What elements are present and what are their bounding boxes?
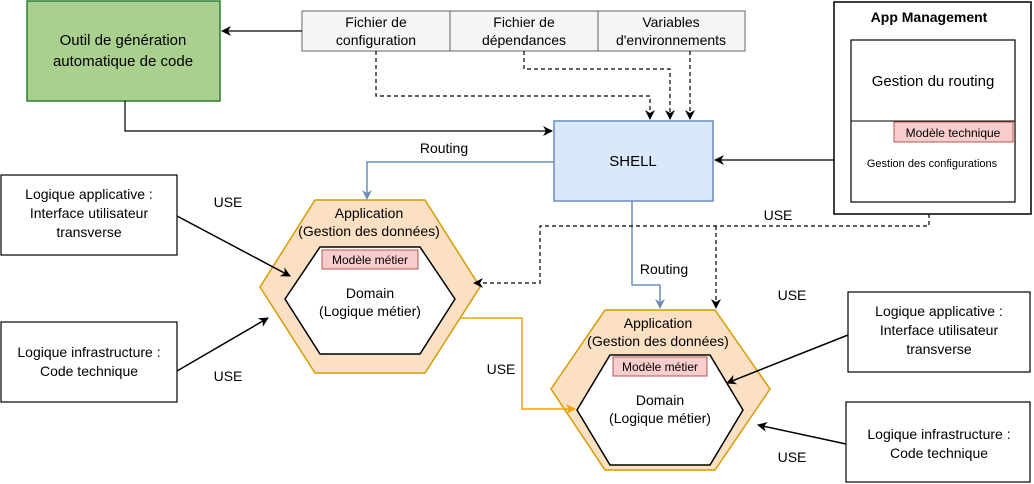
- left-app-logic-arrow: [176, 215, 291, 277]
- domain-use-orange-arrow: [460, 317, 576, 414]
- infra-logic-line1: Logique infrastructure :: [17, 344, 160, 360]
- domain-hexagon-right: [576, 354, 744, 466]
- app-management-title: App Management: [871, 9, 988, 25]
- app-logic-line2: Interface utilisateur: [30, 205, 149, 221]
- routing-right-label: Routing: [640, 261, 688, 277]
- routing-left-label: Routing: [420, 140, 468, 156]
- codegen-label-line2: automatique de code: [53, 53, 193, 70]
- app-logic-line1: Logique applicative :: [25, 186, 153, 202]
- config-file-label-line1: Fichier de: [345, 14, 407, 30]
- app-logic-line3: transverse: [906, 341, 972, 357]
- routing-right-arrow: [631, 201, 665, 309]
- env-variables-label-line2: d'environnements: [616, 32, 726, 48]
- domain-sublabel-left: (Logique métier): [319, 303, 421, 319]
- app-logic-line1: Logique applicative :: [875, 303, 1003, 319]
- domain-hexagon-left: [284, 246, 456, 355]
- application-label-line1: Application: [335, 205, 404, 221]
- codegen-tool-box: Outil de génération automatique de code: [26, 0, 221, 102]
- config-files-group: Fichier de configuration Fichier de dépe…: [301, 10, 746, 52]
- config-management-label: Gestion des configurations: [867, 158, 998, 170]
- app-logic-line3: transverse: [56, 224, 122, 240]
- use-label-orange: USE: [487, 361, 516, 377]
- env-variables-label-line1: Variables: [642, 14, 699, 30]
- appmgmt-to-left-app-dashed-arrow: [473, 214, 930, 288]
- config-file-label-line2: configuration: [336, 32, 416, 48]
- application-label-line1: Application: [624, 315, 693, 331]
- domain-sublabel-right: (Logique métier): [609, 410, 711, 426]
- shell-label: SHELL: [609, 153, 657, 170]
- app-logic-box-left: Logique applicative : Interface utilisat…: [0, 174, 178, 256]
- dependencies-file-label-line2: dépendances: [482, 32, 566, 48]
- infra-logic-box-left: Logique infrastructure : Code technique: [0, 321, 178, 403]
- application-label-line2: (Gestion des données): [587, 333, 729, 349]
- dependencies-to-shell-dashed-arrow: [523, 51, 675, 120]
- infra-logic-box-right: Logique infrastructure : Code technique: [845, 401, 1031, 483]
- infra-logic-line2: Code technique: [890, 445, 988, 461]
- infra-logic-line1: Logique infrastructure :: [867, 426, 1010, 442]
- right-infra-logic-arrow: [757, 422, 847, 445]
- dependencies-file-label-line1: Fichier de: [493, 14, 555, 30]
- use-label-right-bottom: USE: [778, 449, 807, 465]
- use-label-right-top: USE: [778, 287, 807, 303]
- right-app-logic-arrow: [726, 334, 849, 385]
- routing-left-arrow: [362, 161, 554, 200]
- routing-management-label: Gestion du routing: [872, 73, 995, 90]
- business-model-tag-right: Modèle métier: [622, 360, 698, 374]
- application-hexagon-right: Application (Gestion des données) Modèle…: [550, 309, 771, 471]
- application-label-line2: (Gestion des données): [298, 223, 440, 239]
- technical-model-tag: Modèle technique: [906, 126, 1001, 140]
- config-to-shell-dashed-arrow: [375, 51, 655, 120]
- application-hexagon-left: Application (Gestion des données) Modèle…: [259, 199, 481, 374]
- business-model-tag-left: Modèle métier: [332, 253, 408, 267]
- app-logic-box-right: Logique applicative : Interface utilisat…: [847, 291, 1031, 373]
- left-infra-logic-arrow: [176, 317, 269, 372]
- codegen-label-line1: Outil de génération: [60, 32, 187, 49]
- use-label-left-top: USE: [214, 194, 243, 210]
- app-management-box: App Management Gestion du routing Modèle…: [833, 1, 1032, 215]
- codegen-to-shell-arrow: [124, 101, 553, 136]
- infra-logic-line2: Code technique: [40, 363, 138, 379]
- shell-box: SHELL: [553, 120, 714, 202]
- app-logic-line2: Interface utilisateur: [880, 322, 999, 338]
- domain-label-left: Domain: [346, 285, 394, 301]
- use-label-left-bottom: USE: [214, 368, 243, 384]
- use-label-appmgmt: USE: [764, 207, 793, 223]
- domain-label-right: Domain: [636, 392, 684, 408]
